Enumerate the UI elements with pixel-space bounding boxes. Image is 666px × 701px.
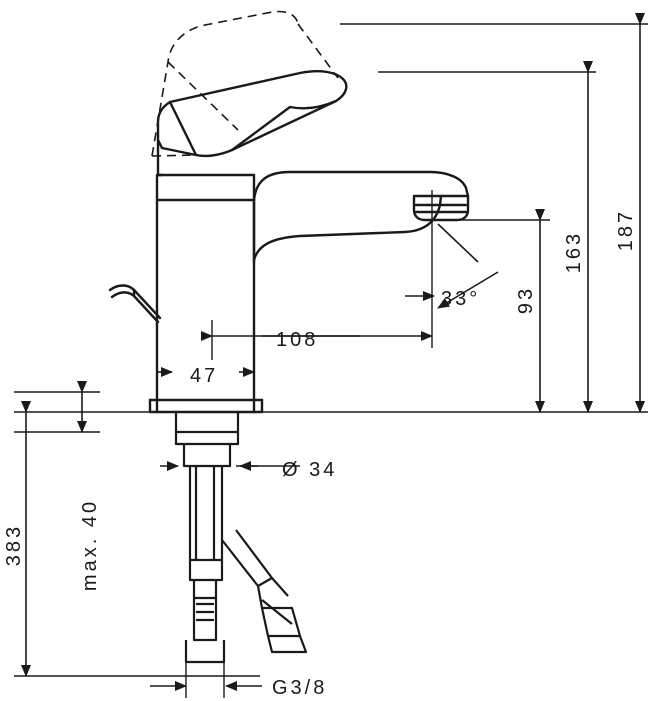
dimension-g38-label: G3/8 [272, 677, 327, 699]
dimension-93-label: 93 [515, 286, 537, 314]
dimension-383-label: 383 [3, 524, 25, 566]
faucet-body-outline [108, 70, 470, 414]
dimension-47: 47 [157, 365, 255, 387]
under-counter-assembly [174, 412, 308, 664]
dimension-93: 93 [515, 209, 545, 413]
handle-open-position-dashed [151, 10, 339, 157]
dimension-383: 383 [3, 401, 31, 677]
reference-lines [14, 23, 648, 677]
dimension-47-label: 47 [190, 365, 218, 387]
dimension-108: 108 [201, 320, 433, 360]
dimension-163: 163 [563, 61, 593, 413]
dimension-angle-33-label: 33° [441, 288, 480, 310]
dimension-angle-33: 33° [405, 190, 499, 348]
dimension-108-label: 108 [276, 329, 318, 351]
dimension-187-label: 187 [615, 209, 637, 251]
dimension-diameter-34-label: Ø 34 [282, 459, 337, 481]
dimension-diameter-34: Ø 34 [160, 459, 337, 481]
dimension-max-40-label: max. 40 [79, 499, 101, 591]
dimension-163-label: 163 [563, 231, 585, 273]
dimension-187: 187 [615, 13, 645, 413]
dimension-g38: G3/8 [150, 662, 327, 699]
dimension-max-40: max. 40 [77, 381, 101, 591]
